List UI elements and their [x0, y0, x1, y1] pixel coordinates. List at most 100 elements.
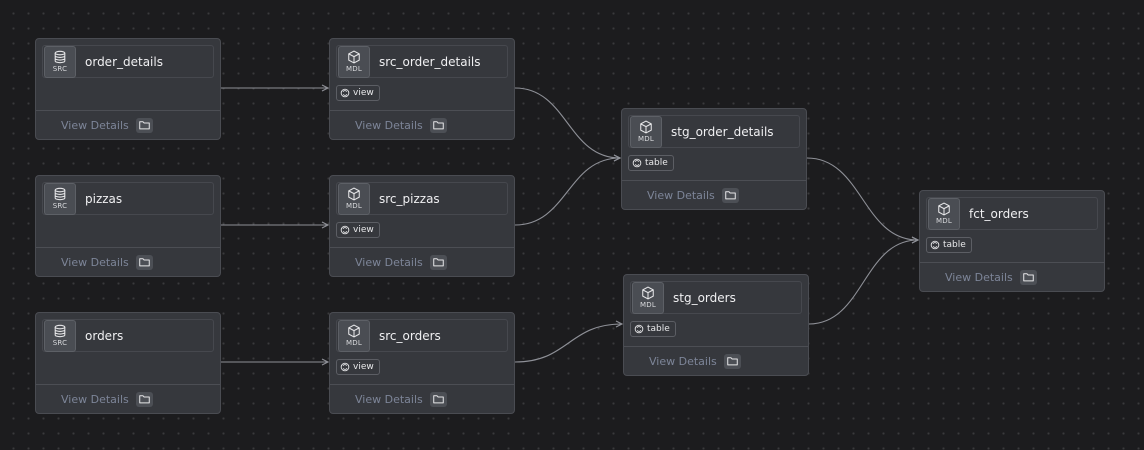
- model-node-src-order-details[interactable]: MDL src_order_details view View Details: [329, 38, 515, 140]
- open-folder-button[interactable]: [429, 254, 447, 270]
- node-name: stg_order_details: [671, 124, 774, 139]
- view-details-link[interactable]: View Details: [355, 392, 423, 406]
- node-header[interactable]: MDL src_order_details: [336, 45, 508, 78]
- node-header[interactable]: SRC order_details: [42, 45, 214, 78]
- node-footer: View Details: [61, 254, 153, 270]
- cycle-icon: [634, 324, 644, 334]
- node-divider: [624, 346, 808, 347]
- cycle-icon: [340, 225, 350, 235]
- folder-icon: [724, 191, 736, 200]
- cube-icon: [938, 202, 950, 216]
- node-header[interactable]: MDL stg_order_details: [628, 115, 800, 148]
- source-node-order-details[interactable]: SRC order_details View Details: [35, 38, 221, 140]
- node-header[interactable]: MDL stg_orders: [630, 281, 802, 314]
- folder-icon: [432, 395, 444, 404]
- node-footer: View Details: [647, 187, 739, 203]
- materialization-badge: table: [926, 237, 972, 253]
- edge-src_orders-to-stg_orders: [514, 324, 622, 363]
- node-type-label: MDL: [638, 135, 654, 143]
- view-details-link[interactable]: View Details: [355, 255, 423, 269]
- source-type-badge: SRC: [44, 45, 76, 78]
- materialization-badge: table: [630, 321, 676, 337]
- edge-stg_orders-to-fct_orders: [808, 240, 918, 325]
- database-icon: [54, 324, 66, 338]
- open-folder-button[interactable]: [429, 391, 447, 407]
- view-details-link[interactable]: View Details: [61, 118, 129, 132]
- node-type-label: MDL: [936, 217, 952, 225]
- cube-icon: [348, 187, 360, 201]
- open-folder-button[interactable]: [721, 187, 739, 203]
- cycle-icon: [632, 158, 642, 168]
- materialization-label: table: [645, 158, 668, 168]
- cube-icon: [348, 50, 360, 64]
- node-name: stg_orders: [673, 290, 736, 305]
- node-name: order_details: [85, 54, 163, 69]
- node-footer: View Details: [355, 117, 447, 133]
- node-header[interactable]: MDL src_pizzas: [336, 182, 508, 215]
- model-type-badge: MDL: [338, 45, 370, 78]
- folder-icon: [1022, 273, 1034, 282]
- open-folder-button[interactable]: [429, 117, 447, 133]
- node-type-label: SRC: [52, 339, 68, 347]
- model-type-badge: MDL: [630, 115, 662, 148]
- materialization-label: table: [943, 240, 966, 250]
- node-divider: [330, 384, 514, 385]
- model-node-stg-order-details[interactable]: MDL stg_order_details table View Details: [621, 108, 807, 210]
- node-name: pizzas: [85, 191, 123, 206]
- model-node-fct-orders[interactable]: MDL fct_orders table View Details: [919, 190, 1105, 292]
- cube-icon: [640, 120, 652, 134]
- node-divider: [36, 384, 220, 385]
- node-header[interactable]: MDL fct_orders: [926, 197, 1098, 230]
- model-type-badge: MDL: [632, 281, 664, 314]
- view-details-link[interactable]: View Details: [945, 270, 1013, 284]
- materialization-label: view: [353, 88, 374, 98]
- open-folder-button[interactable]: [1019, 269, 1037, 285]
- cycle-icon: [340, 88, 350, 98]
- source-node-pizzas[interactable]: SRC pizzas View Details: [35, 175, 221, 277]
- node-header[interactable]: SRC pizzas: [42, 182, 214, 215]
- folder-icon: [726, 357, 738, 366]
- database-icon: [54, 50, 66, 64]
- edge-src_pizzas-to-stg_order_details: [514, 158, 620, 226]
- node-footer: View Details: [61, 117, 153, 133]
- node-type-label: MDL: [640, 301, 656, 309]
- folder-icon: [432, 121, 444, 130]
- model-type-badge: MDL: [338, 182, 370, 215]
- folder-icon: [432, 258, 444, 267]
- source-node-orders[interactable]: SRC orders View Details: [35, 312, 221, 414]
- materialization-label: view: [353, 225, 374, 235]
- model-node-src-pizzas[interactable]: MDL src_pizzas view View Details: [329, 175, 515, 277]
- model-node-stg-orders[interactable]: MDL stg_orders table View Details: [623, 274, 809, 376]
- node-footer: View Details: [649, 353, 741, 369]
- open-folder-button[interactable]: [723, 353, 741, 369]
- open-folder-button[interactable]: [135, 117, 153, 133]
- materialization-badge: view: [336, 85, 380, 101]
- cube-icon: [348, 324, 360, 338]
- node-header[interactable]: SRC orders: [42, 319, 214, 352]
- model-type-badge: MDL: [338, 319, 370, 352]
- node-type-label: MDL: [346, 65, 362, 73]
- materialization-label: table: [647, 324, 670, 334]
- view-details-link[interactable]: View Details: [647, 188, 715, 202]
- cube-icon: [642, 286, 654, 300]
- materialization-badge: view: [336, 222, 380, 238]
- view-details-link[interactable]: View Details: [61, 392, 129, 406]
- model-type-badge: MDL: [928, 197, 960, 230]
- node-divider: [330, 110, 514, 111]
- node-divider: [36, 110, 220, 111]
- view-details-link[interactable]: View Details: [355, 118, 423, 132]
- open-folder-button[interactable]: [135, 254, 153, 270]
- node-divider: [330, 247, 514, 248]
- node-divider: [622, 180, 806, 181]
- node-footer: View Details: [945, 269, 1037, 285]
- model-node-src-orders[interactable]: MDL src_orders view View Details: [329, 312, 515, 414]
- node-type-label: SRC: [52, 202, 68, 210]
- database-icon: [54, 187, 66, 201]
- node-name: src_pizzas: [379, 191, 440, 206]
- open-folder-button[interactable]: [135, 391, 153, 407]
- folder-icon: [138, 258, 150, 267]
- view-details-link[interactable]: View Details: [649, 354, 717, 368]
- materialization-label: view: [353, 362, 374, 372]
- node-header[interactable]: MDL src_orders: [336, 319, 508, 352]
- view-details-link[interactable]: View Details: [61, 255, 129, 269]
